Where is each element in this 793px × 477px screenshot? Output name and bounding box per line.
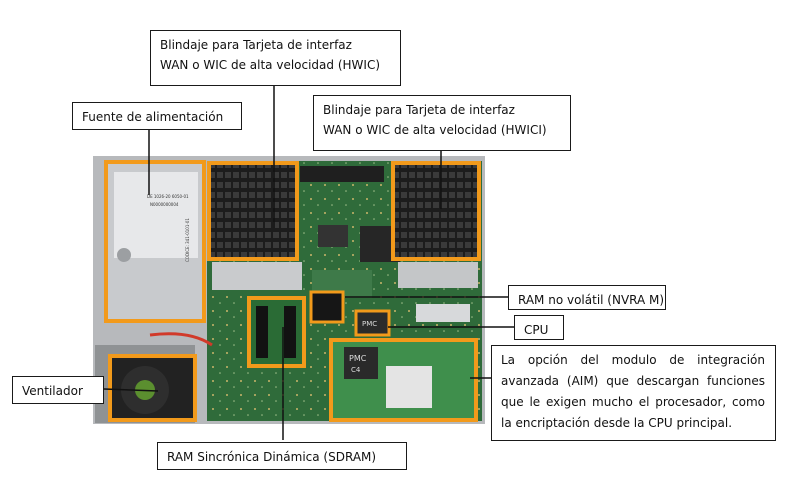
callout-aim-text: La opción del modulo de integración avan… <box>501 353 765 430</box>
callout-hwic-right-line1: Blindaje para Tarjeta de interfaz <box>323 103 515 117</box>
callout-aim: La opción del modulo de integración avan… <box>491 345 776 441</box>
metal-chassis-strip <box>212 262 302 290</box>
callout-fan: Ventilador <box>12 376 104 404</box>
fan <box>108 354 197 422</box>
board-component-row <box>416 304 470 322</box>
psu-marking-2: N0000000004 <box>150 202 179 207</box>
psu-marking-1: DE 1026-20 6050-01 <box>147 194 189 199</box>
leader-fan <box>103 388 159 392</box>
psu-marking-side: CODICE: 341-0101-01 <box>185 218 190 262</box>
chip-small <box>318 225 348 247</box>
aim-chip-marking-2: C4 <box>351 366 361 374</box>
callout-fan-label: Ventilador <box>22 384 83 398</box>
callout-hwic-right-line2: WAN o WIC de alta velocidad (HWICI) <box>323 123 547 137</box>
aim-chip-marking-1: PMC <box>349 354 367 363</box>
cpu-chip: PMC <box>354 309 391 337</box>
callout-power-supply: Fuente de alimentación <box>72 102 242 130</box>
psu-seal <box>117 248 131 262</box>
callout-cpu-label: CPU <box>524 323 549 337</box>
hwic-shield-right <box>391 161 481 261</box>
callout-sdram: RAM Sincrónica Dinámica (SDRAM) <box>157 442 407 470</box>
callout-sdram-label: RAM Sincrónica Dinámica (SDRAM) <box>167 450 377 464</box>
callout-cpu: CPU <box>514 315 564 340</box>
callout-hwic-top-line2: WAN o WIC de alta velocidad (HWIC) <box>160 58 381 72</box>
callout-hwic-right: Blindaje para Tarjeta de interfaz WAN o … <box>313 95 571 151</box>
aim-module: PMC C4 <box>329 338 478 422</box>
power-supply: DE 1026-20 6050-01 N0000000004 CODICE: 3… <box>104 160 206 323</box>
sdram-module <box>247 296 306 368</box>
nvram-chip <box>309 290 345 324</box>
callout-hwic-top-line1: Blindaje para Tarjeta de interfaz <box>160 38 352 52</box>
metal-chassis-strip-right <box>398 262 478 288</box>
callout-nvram-label: RAM no volátil (NVRA M) <box>518 293 665 307</box>
power-cable <box>149 332 213 347</box>
callout-hwic-top: Blindaje para Tarjeta de interfaz WAN o … <box>150 30 401 86</box>
hwic-shield-left <box>207 161 299 261</box>
connector-strip <box>300 166 384 182</box>
leader-lines <box>103 86 514 440</box>
callout-nvram: RAM no volátil (NVRA M) <box>508 285 666 310</box>
cpu-chip-marking: PMC <box>362 320 377 328</box>
callout-power-supply-label: Fuente de alimentación <box>82 110 224 124</box>
